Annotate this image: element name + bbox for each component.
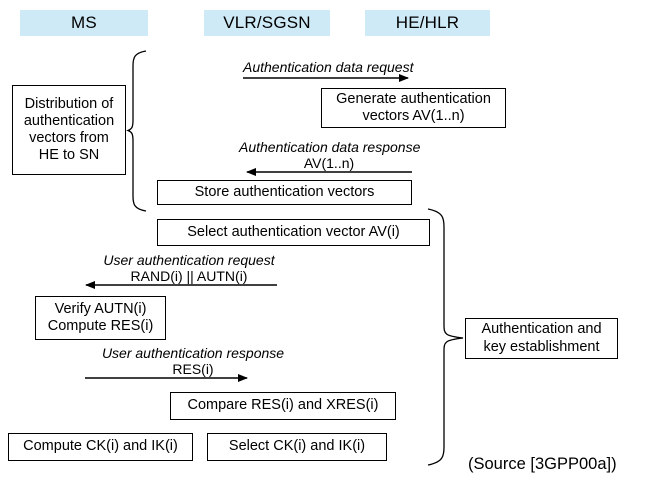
message-payload: AV(1..n) xyxy=(303,155,355,171)
action-box-store-authentication-vectors: Store authentication vectors xyxy=(157,180,412,205)
column-header-he-hlr: HE/HLR xyxy=(365,10,490,36)
phase-line: Authentication and xyxy=(481,321,602,338)
message-payload-authentication-data-response: AV(1..n) xyxy=(239,155,419,171)
message-title: Authentication data request xyxy=(243,59,414,75)
message-payload: RAND(i) || AUTN(i) xyxy=(130,268,248,284)
action-line: Select CK(i) and IK(i) xyxy=(228,438,366,455)
phase-line: key establishment xyxy=(483,338,600,355)
action-line: vectors AV(1..n) xyxy=(362,108,465,124)
message-payload-user-authentication-response: RES(i) xyxy=(101,361,285,377)
column-header-ms-label: MS xyxy=(71,13,97,32)
phase-box-distribution-of-authentication-vectors: Distribution of authentication vectors f… xyxy=(12,85,126,175)
action-line: Compare RES(i) and XRES(i) xyxy=(187,397,379,414)
brace-distribution-phase xyxy=(126,50,147,212)
message-label-authentication-data-request: Authentication data request xyxy=(243,59,414,75)
action-line: Compute RES(i) xyxy=(47,318,154,334)
action-box-compute-ck-and-ik: Compute CK(i) and IK(i) xyxy=(8,433,193,461)
column-header-vlr-sgsn: VLR/SGSN xyxy=(204,10,330,36)
message-label-user-authentication-response: User authentication response xyxy=(101,345,285,361)
message-label-user-authentication-request: User authentication request xyxy=(101,252,277,268)
phase-line: HE to SN xyxy=(38,147,100,164)
action-box-select-authentication-vector: Select authentication vector AV(i) xyxy=(157,219,430,246)
phase-line: vectors from xyxy=(29,130,109,146)
action-line: Generate authentication xyxy=(336,90,491,107)
action-box-generate-authentication-vectors: Generate authentication vectors AV(1..n) xyxy=(321,88,506,128)
action-box-select-ck-and-ik: Select CK(i) and IK(i) xyxy=(207,433,387,461)
action-box-verify-autn-compute-res: Verify AUTN(i) Compute RES(i) xyxy=(35,296,166,340)
action-line: Verify AUTN(i) xyxy=(54,300,147,317)
message-title: User authentication response xyxy=(101,345,285,361)
source-note: (Source [3GPP00a]) xyxy=(468,455,617,473)
brace-authentication-phase xyxy=(427,208,464,466)
column-header-ms: MS xyxy=(20,10,148,36)
column-header-vlr-sgsn-label: VLR/SGSN xyxy=(223,13,311,32)
action-line: Select authentication vector AV(i) xyxy=(187,223,400,240)
phase-line: authentication xyxy=(23,112,115,129)
message-label-authentication-data-response: Authentication data response xyxy=(239,139,421,155)
message-title: User authentication request xyxy=(103,252,275,268)
action-box-compare-res-and-xres: Compare RES(i) and XRES(i) xyxy=(170,392,396,420)
phase-box-authentication-and-key-establishment: Authentication and key establishment xyxy=(465,318,618,359)
message-payload-user-authentication-request: RAND(i) || AUTN(i) xyxy=(101,268,277,284)
action-line: Store authentication vectors xyxy=(194,183,375,200)
action-line: Compute CK(i) and IK(i) xyxy=(23,438,178,455)
column-header-he-hlr-label: HE/HLR xyxy=(395,13,460,32)
message-title: Authentication data response xyxy=(239,139,421,155)
phase-line: Distribution of xyxy=(24,95,114,112)
message-payload: RES(i) xyxy=(172,361,214,377)
